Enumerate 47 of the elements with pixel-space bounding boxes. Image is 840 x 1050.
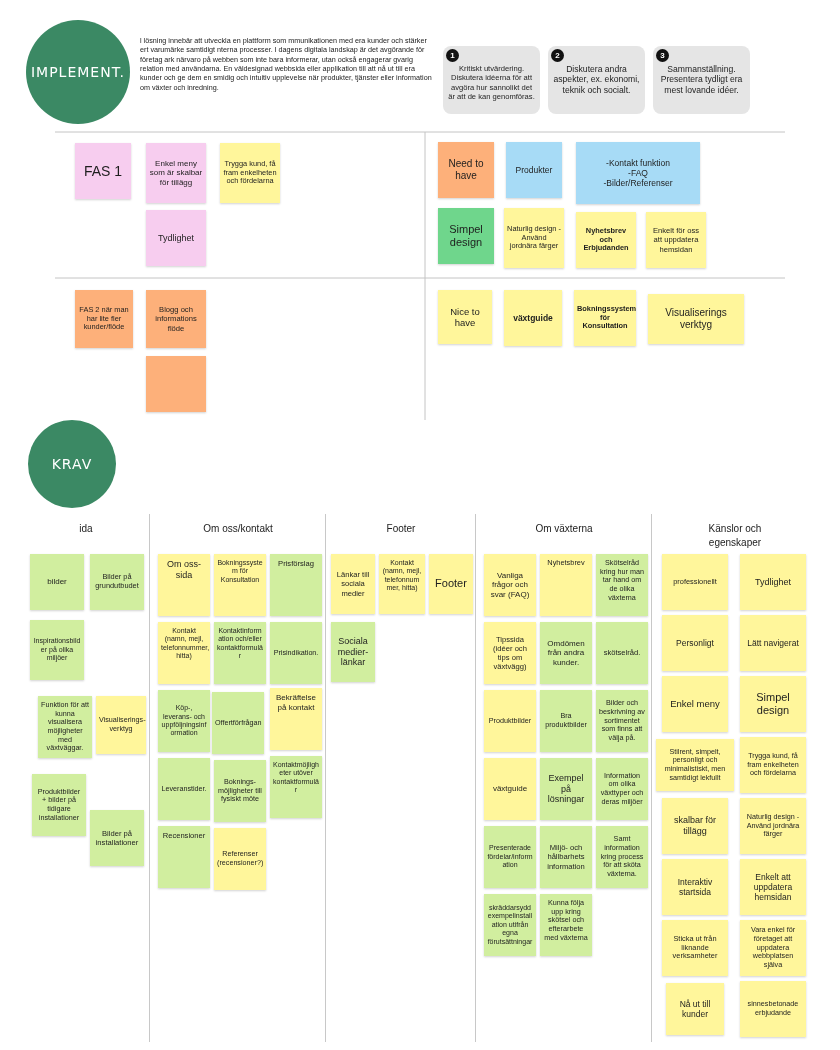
sticky-note: Enkel meny som är skalbar för tillägg [146,143,206,203]
column-heading: ida [79,522,93,536]
step-number: 2 [551,49,564,62]
sticky-note: Exempel på lösningar [540,758,592,820]
column-heading: Känslor och egenskaper [707,522,763,549]
sticky-note: Simpel design [438,208,494,264]
column-heading: Om växterna [535,522,593,536]
sticky-note: Om oss-sida [158,554,210,616]
sticky-note [576,142,700,204]
section-title-circle: KRAV [28,420,116,508]
sticky-note: bilder [30,554,84,610]
sticky-note [146,356,206,412]
sticky-note: Tydlighet [740,554,806,610]
sticky-note: växtguide [504,290,562,346]
sticky-note: Footer [429,554,473,614]
sticky-note: växtguide [484,758,536,820]
instruction-text: Diskutera andra aspekter, ex. ekonomi, teknik och socialt. [552,64,641,97]
sticky-note: Nice to have [438,290,492,344]
sticky-note: Simpel design [740,676,806,732]
column-heading: Footer [386,522,416,536]
sticky-note: FAS 1 [75,143,131,199]
sticky-note: Need to have [438,142,494,198]
sticky-note: Enkel meny [662,676,728,732]
sticky-note: Produkter [506,142,562,198]
instruction-card [443,46,540,114]
instruction-text: Sammanställning. Presentera tydligt era mest lovande idéer. [659,64,744,97]
list-item: -Bilder/Referenser [602,178,674,189]
column-heading: Om oss/kontakt [203,522,273,536]
instruction-card [653,46,750,114]
sticky-note: Sociala medier-länkar [331,622,375,682]
step-number: 3 [656,49,669,62]
sticky-note: skalbar för tillägg [662,798,728,854]
sticky-note: Nå ut till kunder [666,983,724,1035]
sticky-note: Vanliga frågor och svar (FAQ) [484,554,536,616]
instruction-card [548,46,645,114]
sticky-note: Lätt navigerat [740,615,806,671]
sticky-note: Tydlighet [146,210,206,266]
section-title-circle: IMPLEMENT. [26,20,130,124]
step-number: 1 [446,49,459,62]
sticky-note: Enkelt att uppdatera hemsidan [740,859,806,915]
sticky-note: Omdömen från andra kunder. [540,622,592,684]
sticky-note: Personligt [662,615,728,671]
sticky-note: Interaktiv startsida [662,859,728,915]
list-item: -Kontakt funktion [605,157,671,168]
list-item: -FAQ [627,167,649,179]
sticky-note: Visualiserings verktyg [648,294,744,344]
sticky-note: Bekräftelse på kontakt [270,688,322,750]
